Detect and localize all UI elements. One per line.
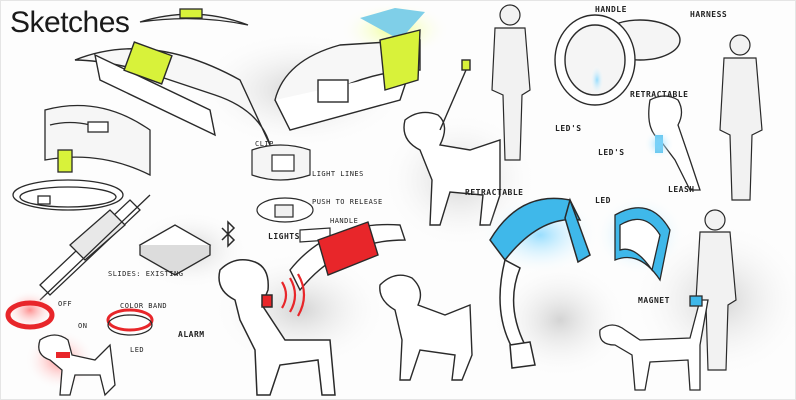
label-leds-mid: LED'S [598,148,625,157]
dog-sketch-led [644,95,701,191]
leash-sketch [595,195,685,282]
module-sketch [138,224,212,276]
label-leds-top: LED'S [555,124,582,133]
release-sketch [256,197,331,243]
dog-sketch-magnet [599,295,709,391]
page-title: Sketches [10,6,130,39]
bluetooth-icon [221,220,236,248]
person-sketch-1 [491,4,531,161]
label-retractable-mid: RETRACTABLE [465,188,524,197]
label-lights: LIGHTS [268,232,300,241]
label-handle: HANDLE [595,5,627,14]
collar-sketch-red-ring [5,290,154,336]
collar-sketch-red [289,221,406,292]
label-leash: LEASH [668,185,695,194]
harness-sketch [554,14,681,106]
person-sketch-3 [695,209,737,371]
label-harness: HARNESS [690,10,728,19]
label-led: LED [595,196,611,205]
dog-sketch-center [379,274,473,381]
label-slides-existing: SLIDES: EXISTING [108,270,184,278]
label-on: ON [78,322,88,330]
collar-sketch-top-small [139,8,249,26]
label-clip: CLIP [255,140,274,148]
label-led-small: LED [130,346,145,354]
collar-sketch-arrow [274,2,450,131]
label-alarm: ALARM [178,330,205,339]
dog-sketch-red [25,330,116,397]
label-push-to-release: PUSH TO RELEASE [312,198,383,206]
dog-sketch-upper [403,59,501,226]
clip-sketch [251,144,311,181]
collar-sketch-lime-2 [44,104,151,177]
label-color-band: COLOR BAND [120,302,168,310]
slide-sketch [39,194,151,301]
label-handle-small: HANDLE [330,217,359,225]
ring-sketch [12,179,124,211]
dog-sketch-alarm [218,259,336,396]
label-magnet: MAGNET [638,296,670,305]
label-light-lines: LIGHT LINES [312,170,364,178]
person-sketch-2 [719,34,763,201]
label-off: OFF [58,300,73,308]
label-retractable-top: RETRACTABLE [630,90,689,99]
collar-sketch-cyan [480,195,600,369]
collar-sketch-lime-1 [74,41,271,146]
